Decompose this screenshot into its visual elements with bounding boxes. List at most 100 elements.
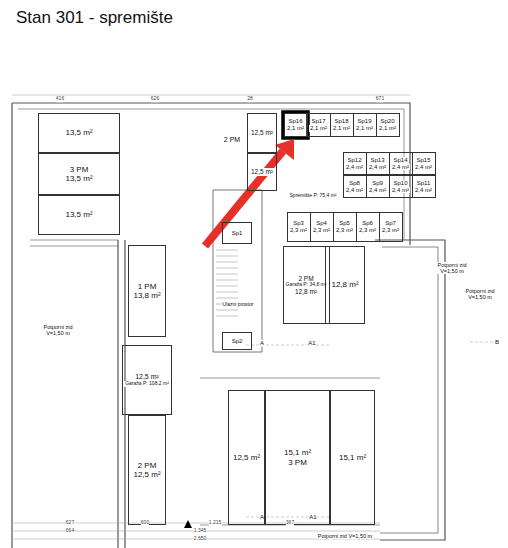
area-text: 2,3 m² <box>312 227 331 234</box>
plan-note: Spremište P: 75,4 m² <box>290 193 337 199</box>
stair-step <box>216 256 238 257</box>
parking-space: 12,8 m² <box>325 246 365 324</box>
storage-unit: Sp142,4 m² <box>389 152 413 175</box>
area-text: 2,4 m² <box>391 187 410 194</box>
area-text: 12,5 m² <box>232 453 261 462</box>
walls <box>12 103 445 548</box>
area-text: 13,5 m² <box>64 210 93 219</box>
area-text: Sp20 <box>379 118 395 125</box>
dimension: 28 <box>247 96 253 102</box>
storage-unit: Sp2 <box>222 332 252 350</box>
page-title: Stan 301 - spremište <box>16 8 173 28</box>
storage-unit: Sp62,3 m² <box>356 212 380 242</box>
area-text: 2,1 m² <box>355 125 374 132</box>
storage-unit: Sp42,3 m² <box>310 212 334 242</box>
parking-space: 13,5 m² <box>38 113 120 153</box>
stair-step <box>216 310 238 311</box>
dimension: 1.215 <box>209 520 222 526</box>
area-text: Sp15 <box>415 157 431 164</box>
area-text: Sp5 <box>338 220 351 227</box>
storage-unit: Sp192,1 m² <box>353 113 377 137</box>
section-mark: A1 <box>309 514 316 521</box>
area-text: Sp9 <box>371 180 384 187</box>
area-text: 12,5 m² <box>132 470 161 479</box>
section-mark: A1 <box>308 340 315 347</box>
storage-unit: Sp82,4 m² <box>343 175 367 198</box>
stair-step <box>216 262 238 263</box>
area-text: 1 PM <box>137 282 158 291</box>
stair-step <box>216 268 238 269</box>
storage-unit: Sp102,4 m² <box>389 175 413 198</box>
parking-space: 12,5 m²Garaža P: 108,2 m² <box>122 345 172 415</box>
plan-note: Potporni zid V=1,50 m <box>460 288 500 300</box>
area-text: 13,5 m² <box>64 128 93 137</box>
dimension: 626 <box>151 96 159 102</box>
storage-unit: Sp32,3 m² <box>287 212 311 242</box>
parking-space: 15,1 m² <box>330 390 375 525</box>
parking-space: 12,5 m² <box>247 153 277 191</box>
area-text: Sp16 <box>287 118 303 125</box>
parking-space: 2 PMGaraža P: 34,8 m²12,8 m² <box>283 246 330 324</box>
storage-unit: Sp202,1 m² <box>376 113 400 137</box>
dimension: 367 <box>286 520 294 526</box>
area-text: 2,1 m² <box>286 125 305 132</box>
stair-step <box>216 280 238 281</box>
dimension: 664 <box>66 528 74 534</box>
area-text: 2 PM <box>137 461 158 470</box>
parking-space: 2 PM12,5 m² <box>128 415 166 525</box>
parking-space: 12,5 m² <box>247 113 277 153</box>
area-text: 2,4 m² <box>391 164 410 171</box>
area-text: 12,5 m² <box>134 373 160 381</box>
area-text: Sp6 <box>361 220 374 227</box>
section-mark: A <box>260 340 264 347</box>
plan-note: Potporni zid V=1,50 m <box>432 262 472 274</box>
highlight-frame <box>283 112 308 138</box>
area-text: Sp4 <box>315 220 328 227</box>
area-text: 12,8 m² <box>330 280 359 289</box>
area-text: 2,4 m² <box>368 164 387 171</box>
dimension: 600 <box>141 520 149 526</box>
area-text: Sp12 <box>346 157 362 164</box>
area-text: 2,1 m² <box>332 125 351 132</box>
area-text: Sp10 <box>392 180 408 187</box>
storage-unit: Sp182,1 m² <box>330 113 354 137</box>
area-text: 2,3 m² <box>358 227 377 234</box>
area-text: 15,1 m² <box>338 453 367 462</box>
pointer-arrow <box>205 139 294 246</box>
stair-step <box>216 286 238 287</box>
area-text: 3 PM <box>287 458 308 467</box>
area-text: 12,5 m² <box>250 129 274 136</box>
area-text: 2,3 m² <box>335 227 354 234</box>
parking-space: 15,1 m²3 PM <box>265 390 330 525</box>
area-text: 3 PM <box>69 165 90 174</box>
area-text: Sp14 <box>392 157 408 164</box>
storage-unit: Sp72,3 m² <box>379 212 403 242</box>
area-text: Sp17 <box>310 118 326 125</box>
storage-unit: Sp172,1 m² <box>307 113 331 137</box>
stair-step <box>216 298 238 299</box>
area-text: 13,8 m² <box>132 291 161 300</box>
area-text: 2,3 m² <box>289 227 308 234</box>
plan-note: 2 PM <box>224 136 240 144</box>
plan-note: Ulazni prostor <box>223 302 254 308</box>
storage-unit: Sp52,3 m² <box>333 212 357 242</box>
area-text: 2,4 m² <box>414 164 433 171</box>
storage-unit: Sp152,4 m² <box>412 152 436 175</box>
area-text: Sp13 <box>369 157 385 164</box>
area-text: 2,3 m² <box>381 227 400 234</box>
storage-unit: Sp1 <box>222 222 252 244</box>
parking-space: 13,5 m² <box>38 195 120 235</box>
dimension: 2.650 <box>194 536 207 542</box>
area-text: 2,1 m² <box>309 125 328 132</box>
area-text: 12,8 m² <box>294 288 318 295</box>
area-text: 2,4 m² <box>345 164 364 171</box>
area-text: Sp18 <box>333 118 349 125</box>
storage-unit: Sp162,1 m² <box>284 113 308 137</box>
parking-space: 3 PM13,5 m² <box>38 153 120 195</box>
dimension: 671 <box>376 96 384 102</box>
area-text: Sp19 <box>356 118 372 125</box>
stair-step <box>216 292 238 293</box>
area-text: 2,1 m² <box>378 125 397 132</box>
area-text: Sp8 <box>348 180 361 187</box>
dimension-lines <box>12 95 495 539</box>
